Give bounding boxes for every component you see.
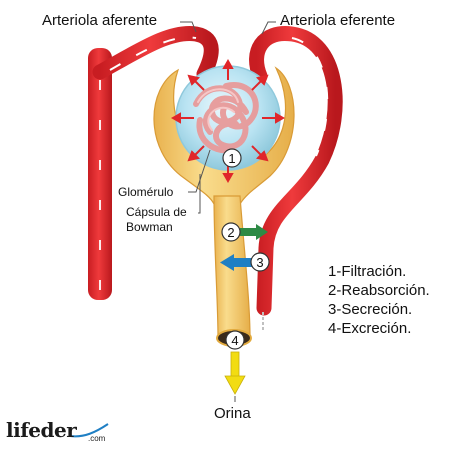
filtration-arrows xyxy=(170,58,286,184)
marker-4: 4 xyxy=(225,330,245,350)
marker-2-text: 2 xyxy=(227,225,234,240)
afferent-leader xyxy=(180,21,197,33)
afferent-arteriole xyxy=(92,26,219,82)
lifeder-logo-suffix: .com xyxy=(88,434,106,443)
capsule-leader xyxy=(198,174,201,214)
afferent-label: Arteriola aferente xyxy=(42,12,158,29)
urine-label: Orina xyxy=(214,405,251,422)
afferent-flow xyxy=(109,36,197,71)
reabsorption-arrow xyxy=(240,224,268,240)
marker-2: 2 xyxy=(221,222,241,242)
marker-3-text: 3 xyxy=(256,255,263,270)
glomerulus-label: Glomérulo xyxy=(118,185,174,199)
excretion-arrow xyxy=(224,351,246,395)
marker-1-text: 1 xyxy=(228,151,235,166)
logo-swoosh xyxy=(69,423,109,438)
legend-item-excretion: 4-Excreción. xyxy=(328,320,412,337)
capillary-highlights xyxy=(197,88,239,131)
legend-item-secretion: 3-Secreción. xyxy=(328,301,413,318)
marker-3: 3 xyxy=(250,252,270,272)
secretion-arrow xyxy=(220,254,252,271)
glomerulus-leader xyxy=(188,149,211,193)
legend-item-filtration: 1-Filtración. xyxy=(328,263,407,280)
efferent-arteriole xyxy=(249,26,343,316)
efferent-label: Arteriola eferente xyxy=(280,12,396,29)
process-legend: 1-Filtración. 2-Reabsorción. 3-Secreción… xyxy=(328,262,430,338)
capsule-label-line2: Bowman xyxy=(126,220,173,234)
legend-item-reabsorption: 2-Reabsorción. xyxy=(328,282,430,299)
capsule-label-line1: Cápsula de xyxy=(126,205,187,219)
marker-4-text: 4 xyxy=(231,333,238,348)
efferent-leader xyxy=(261,21,276,35)
marker-1: 1 xyxy=(222,148,242,168)
lifeder-logo: lifeder xyxy=(6,418,77,442)
left-artery xyxy=(88,48,112,300)
